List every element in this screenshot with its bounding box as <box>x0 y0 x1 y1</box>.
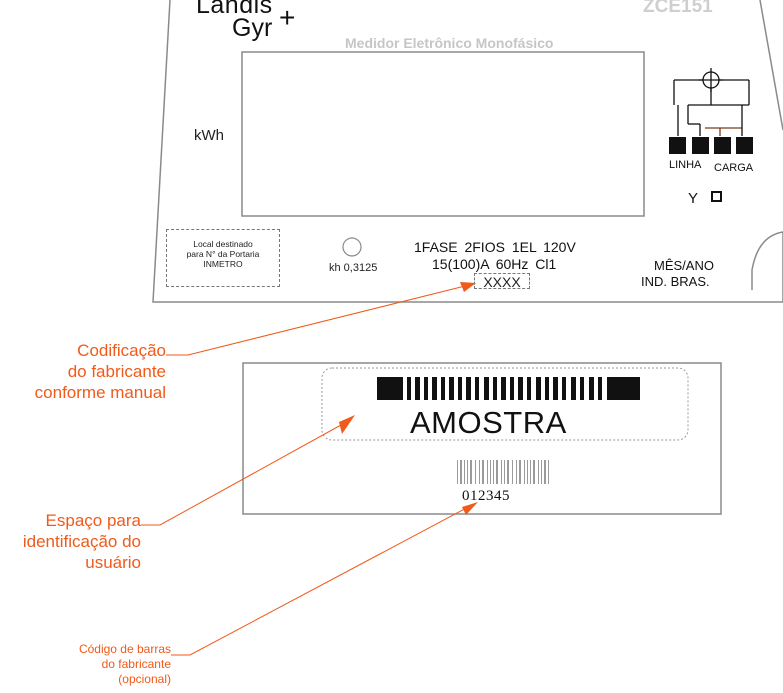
annotation-line: conforme manual <box>34 383 166 402</box>
lcd-window <box>241 51 645 217</box>
wiring-linha-label: LINHA <box>669 159 702 171</box>
spec-line-2: 15(100)A 60Hz Cl1 <box>432 256 557 272</box>
annotation-line: do fabricante <box>67 362 166 381</box>
meter-panel-right-edge <box>759 0 783 131</box>
arrow-head-fabricante <box>460 282 476 292</box>
leader-line-fabricante <box>166 285 466 356</box>
user-id-dotted-area <box>321 367 689 441</box>
inmetro-box-line: para N° da Portaria <box>186 249 260 259</box>
annotation-usuario: Espaço para identificação do usuário <box>0 510 141 573</box>
y-connection-symbol: Y <box>688 190 699 207</box>
inmetro-box-line: Local destinado <box>193 239 253 249</box>
annotation-fabricante: Codificação do fabricante conforme manua… <box>0 340 166 403</box>
annotation-line: identificação do <box>22 532 141 551</box>
wiring-carga-label: CARGA <box>714 162 754 174</box>
user-label-panel <box>242 362 722 515</box>
square-symbol-icon <box>711 191 722 202</box>
arrow-head-usuario <box>339 415 355 434</box>
inmetro-box-line: INMETRO <box>203 259 243 269</box>
annotation-line: usuário <box>85 553 141 572</box>
annotation-line: Espaço para <box>45 511 141 530</box>
annotation-line: (opcional) <box>118 672 171 686</box>
annotation-line: Código de barras <box>78 642 171 656</box>
annotation-line: do fabricante <box>101 657 171 671</box>
user-label-text: AMOSTRA <box>410 405 567 440</box>
brand-logo-line2: Gyr <box>232 14 273 42</box>
meter-panel-outline <box>152 0 783 303</box>
annotation-line: Codificação <box>77 341 166 360</box>
annotation-barras: Código de barras do fabricante (opcional… <box>0 642 171 687</box>
manufacturer-barcode-large <box>377 377 640 400</box>
brand-logo-line1: Landis <box>196 0 273 19</box>
spec-line-1: 1FASE 2FIOS 1EL 120V <box>414 239 576 255</box>
meter-constant: kh 0,3125 <box>329 262 378 274</box>
origin-label: IND. BRAS. <box>641 274 710 289</box>
date-label: MÊS/ANO <box>654 258 714 273</box>
manufacturer-code-box: XXXX <box>474 273 530 290</box>
meter-subtitle: Medidor Eletrônico Monofásico <box>345 35 554 51</box>
unit-label: kWh <box>194 127 224 144</box>
barcode-number: 012345 <box>462 488 510 504</box>
manufacturer-barcode-small <box>457 460 549 484</box>
wiring-diagram-icon <box>673 68 750 136</box>
model-number: ZCE151 <box>643 0 713 17</box>
brand-logo-plus: + <box>279 2 296 33</box>
arrow-head-barras <box>462 502 478 515</box>
leader-line-usuario <box>141 419 351 526</box>
inmetro-reserved-box: Local destinado para N° da Portaria INME… <box>166 229 280 287</box>
terminal-blocks <box>669 137 753 154</box>
leader-line-barras <box>171 504 473 656</box>
test-led-circle <box>342 237 362 257</box>
